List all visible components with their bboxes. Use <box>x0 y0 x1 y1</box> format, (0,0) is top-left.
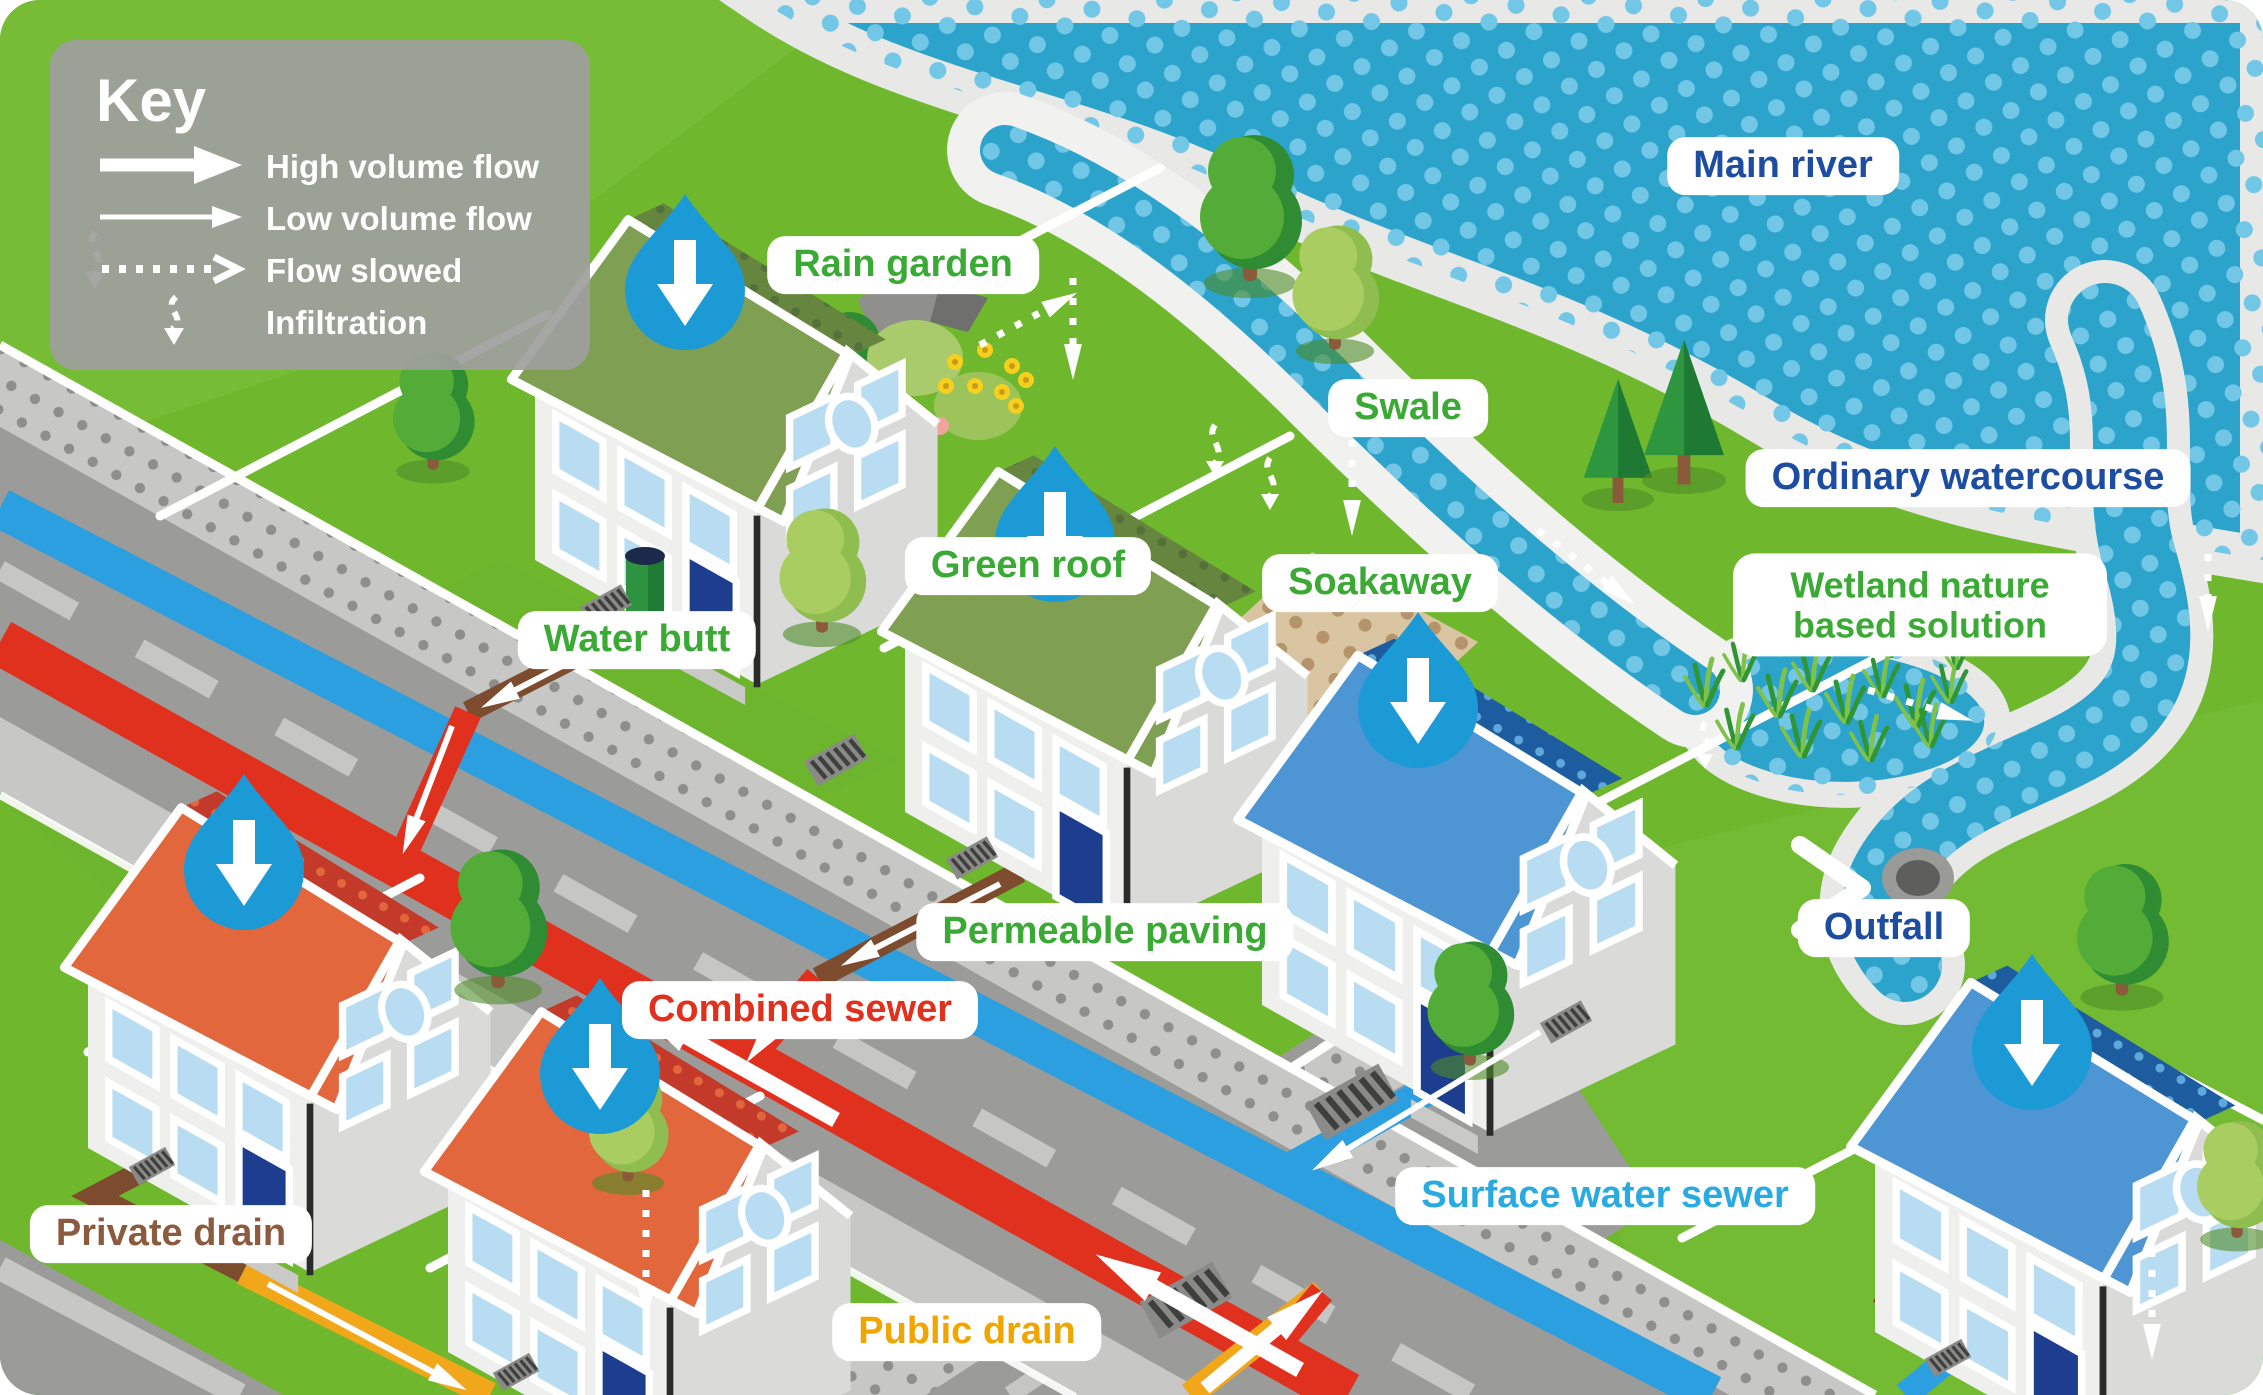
key-item-infiltration: Infiltration <box>96 294 590 352</box>
side-road <box>0 1240 283 1395</box>
flow-arrow <box>266 1281 467 1391</box>
label-public-drain: Public drain <box>832 1303 1102 1361</box>
label-main-river: Main river <box>1667 137 1899 195</box>
flow-slowed-arrow-icon <box>102 253 246 284</box>
label-outfall: Outfall <box>1797 899 1971 957</box>
low-volume-flow-arrow <box>96 195 266 244</box>
reed-tuft <box>1862 652 1901 699</box>
drain-grate <box>804 733 868 787</box>
flow-arrow <box>1200 1290 1323 1394</box>
drain-grate <box>945 836 999 880</box>
flow-arrow <box>1095 1254 1304 1377</box>
reed-tuft <box>1824 673 1867 725</box>
infiltration-flow-arrow <box>1696 720 1714 769</box>
rainwater-droplet-icon <box>1358 612 1478 768</box>
rainwater-droplet-icon <box>1972 954 2092 1110</box>
label-surface-water-sewer: Surface water sewer <box>1395 1167 1815 1225</box>
flow-arrow <box>402 724 455 855</box>
reed-tuft <box>1715 701 1756 751</box>
key-title: Key <box>96 67 207 134</box>
flow-arrow <box>637 1190 655 1322</box>
drain-grate <box>1539 1000 1593 1044</box>
label-combined-sewer: Combined sewer <box>621 981 979 1039</box>
flow-arrow <box>2143 1250 2161 1360</box>
house-orange-2 <box>419 995 854 1395</box>
infiltration-flow-arrow <box>1261 456 1279 510</box>
key-item-label: Infiltration <box>266 304 428 341</box>
label-permeable-paving: Permeable paving <box>916 903 1294 961</box>
flow-arrow <box>1064 278 1082 380</box>
swale-channel <box>947 92 1753 748</box>
key-item-flow-slowed: Flow slowed <box>96 245 590 297</box>
label-swale: Swale <box>1328 379 1488 437</box>
key-item-high-volume-flow: High volume flow <box>96 141 590 193</box>
reed-tuft <box>1756 667 1799 719</box>
label-green-roof: Green roof <box>904 537 1152 595</box>
infiltration-arrow-icon <box>164 294 184 345</box>
key-item-label: High volume flow <box>266 148 540 185</box>
reed-tuft <box>1780 707 1823 759</box>
reed-tuft <box>1683 656 1726 708</box>
label-soakaway: Soakaway <box>1262 554 1498 612</box>
flow-arrow <box>1867 686 1974 721</box>
flow-arrow <box>1312 1029 1542 1171</box>
label-rain-garden: Rain garden <box>767 236 1039 294</box>
key-item-label: Flow slowed <box>266 252 463 289</box>
high-volume-flow-arrow-icon <box>100 145 242 184</box>
round-tree <box>1200 135 1302 298</box>
round-tree <box>450 849 548 1005</box>
high-volume-flow-arrow <box>96 143 266 192</box>
house-blue-roof-right <box>1846 965 2263 1395</box>
reed-tuft <box>1849 713 1890 763</box>
rainwater-droplet-icon <box>184 774 304 930</box>
drain-grate <box>492 1352 540 1392</box>
light-tree <box>2197 1121 2263 1252</box>
infiltration-flow-arrow <box>1206 423 1224 477</box>
water-butt-barrel <box>625 547 665 620</box>
infiltration-arrow <box>96 294 266 352</box>
label-wetland: Wetland nature based solution <box>1733 553 2107 657</box>
rainwater-droplet-icon <box>625 194 745 350</box>
drain-grate <box>1305 1063 1399 1141</box>
flow-arrow <box>1535 527 1636 605</box>
key-item-label: Low volume flow <box>266 200 532 237</box>
key-item-low-volume-flow: Low volume flow <box>96 193 590 245</box>
light-tree <box>779 508 867 648</box>
light-tree <box>1292 225 1380 365</box>
flow-slowed-arrow <box>96 247 266 296</box>
flow-arrow <box>1343 440 1361 536</box>
low-volume-flow-arrow-icon <box>100 205 242 228</box>
flow-arrow <box>978 292 1078 349</box>
label-private-drain: Private drain <box>29 1205 313 1263</box>
reed-tuft <box>1791 643 1832 693</box>
round-tree <box>1427 941 1515 1081</box>
conifer-tree <box>1642 339 1726 494</box>
drain-grate <box>128 1146 176 1186</box>
drain-grate <box>1924 1338 1972 1378</box>
round-tree <box>2077 864 2169 1011</box>
label-water-butt: Water butt <box>517 611 757 669</box>
label-ordinary-watercourse: Ordinary watercourse <box>1745 449 2191 507</box>
flow-arrow <box>2199 554 2217 632</box>
